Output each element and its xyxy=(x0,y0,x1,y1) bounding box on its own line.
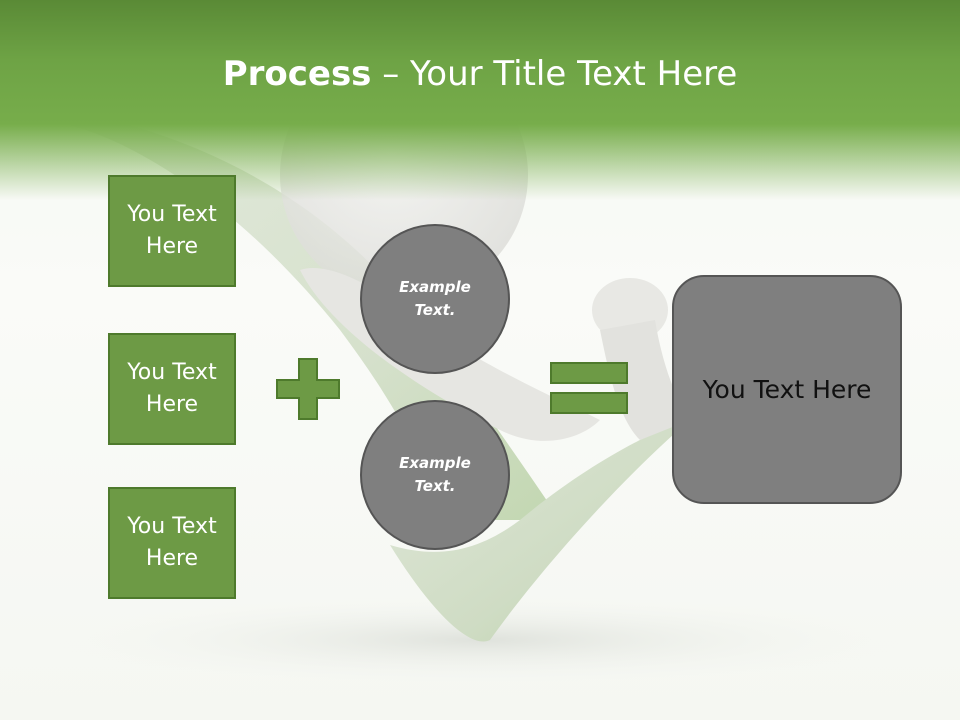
example-circle-2[interactable]: Example Text. xyxy=(360,400,510,550)
title-bold: Process xyxy=(222,54,372,94)
example-circle-1[interactable]: Example Text. xyxy=(360,224,510,374)
equals-icon xyxy=(550,362,628,414)
plus-icon xyxy=(276,358,340,420)
input-box-1[interactable]: You Text Here xyxy=(108,175,236,287)
input-box-2[interactable]: You Text Here xyxy=(108,333,236,445)
result-box[interactable]: You Text Here xyxy=(672,275,902,504)
title-rest: – Your Title Text Here xyxy=(371,54,738,94)
result-box-label: You Text Here xyxy=(702,375,872,404)
slide-title: Process – Your Title Text Here xyxy=(0,52,960,96)
header-band xyxy=(0,0,960,200)
example-circle-1-label: Example Text. xyxy=(399,278,471,319)
input-box-3-label: You Text Here xyxy=(127,514,217,571)
input-box-1-label: You Text Here xyxy=(127,202,217,259)
example-circle-2-label: Example Text. xyxy=(399,454,471,495)
input-box-3[interactable]: You Text Here xyxy=(108,487,236,599)
input-box-2-label: You Text Here xyxy=(127,360,217,417)
